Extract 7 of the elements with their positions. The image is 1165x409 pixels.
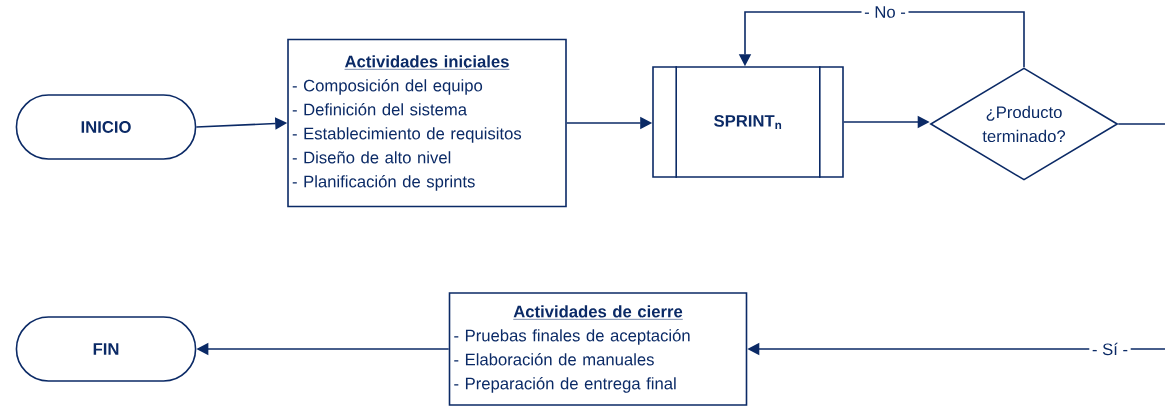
activity-box: Actividades de cierre - Pruebas finales de aceptación - Elaboración de manuales - Preparación de entrega final	[448, 292, 748, 406]
activity-box: Actividades iniciales - Composición del equipo - Definición del sistema - Establecimiento de requisitos - Diseño de alto nivel - Planificación de sprints	[287, 38, 567, 208]
edge-label: - No -	[861, 3, 909, 21]
terminal-box: FIN	[15, 316, 197, 382]
process-box: SPRINT$_{n}$	[652, 65, 844, 179]
terminal-box: INICIO	[15, 94, 197, 160]
edge-label: - Sí -	[1089, 340, 1131, 358]
